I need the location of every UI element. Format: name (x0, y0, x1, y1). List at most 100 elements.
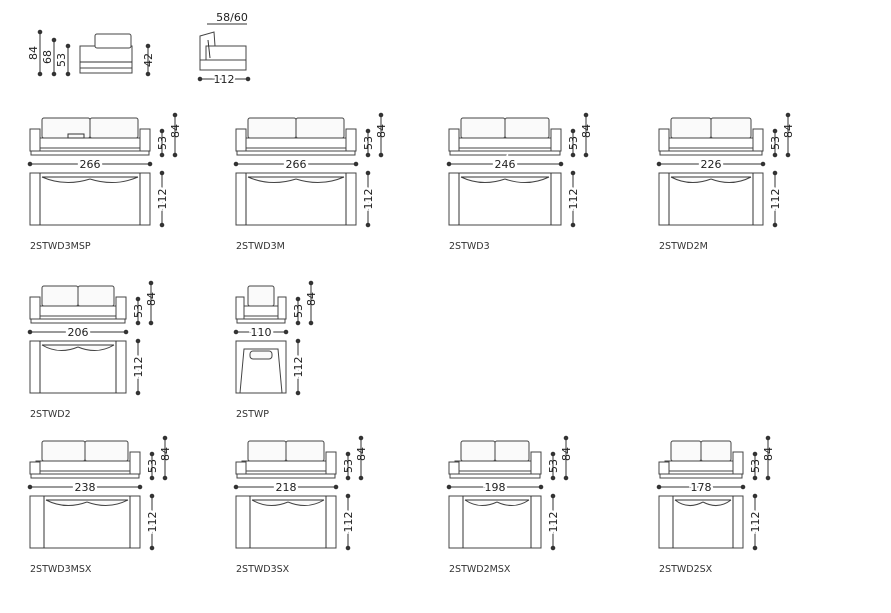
dim-endpoint (752, 475, 758, 481)
dim-endpoint (656, 161, 662, 167)
plan-cushion-left (251, 499, 289, 506)
plan-outline (29, 495, 141, 549)
dim-endpoint (378, 152, 384, 158)
plan-cushion-right (710, 176, 752, 183)
base (659, 150, 763, 156)
arm-right (752, 128, 764, 152)
base (449, 473, 541, 479)
dim-endpoint (159, 152, 165, 158)
dim-endpoint (550, 545, 556, 551)
arm-right (115, 296, 127, 320)
plan-cushion-left (670, 176, 712, 183)
total-height-label: 84 (762, 447, 775, 461)
arm-left (658, 128, 670, 152)
dim-endpoint (563, 435, 569, 441)
back-cushion-right (700, 440, 732, 462)
dim-endpoint (283, 329, 289, 335)
back-cushion-right (84, 440, 129, 462)
dim-endpoint (765, 475, 771, 481)
dim-endpoint (27, 329, 33, 335)
model-code-label: 2STWD3M (236, 241, 285, 252)
dim-endpoint (550, 451, 556, 457)
dim-endpoint (785, 112, 791, 118)
plan-outline (658, 495, 744, 549)
height-53-label: 53 (55, 53, 68, 67)
arm-left (235, 128, 247, 152)
total-height-label: 84 (580, 124, 593, 138)
dim-endpoint (558, 161, 564, 167)
back-cushion-right (285, 440, 325, 462)
back-cushion-left (460, 117, 506, 139)
depth-label: 112 (292, 357, 305, 378)
total-height-label: 84 (375, 124, 388, 138)
dim-endpoint (135, 296, 141, 302)
arm-right (325, 451, 337, 475)
plan-outline (658, 172, 764, 226)
depth-bottom-label: 112 (214, 73, 235, 86)
arm-left (29, 296, 41, 320)
side-table (448, 461, 460, 475)
back-cushion-left (41, 285, 79, 307)
dim-endpoint (570, 170, 576, 176)
back-cushion-left (247, 440, 287, 462)
dim-endpoint (149, 545, 155, 551)
width-label: 266 (286, 158, 307, 171)
dim-endpoint (353, 161, 359, 167)
plan-cushion-right (496, 499, 530, 506)
depth-label: 112 (749, 512, 762, 533)
plan-outline (448, 172, 562, 226)
width-label: 178 (691, 481, 712, 494)
back-cushion (247, 285, 275, 307)
width-label: 206 (68, 326, 89, 339)
seat-height-label: 53 (156, 136, 169, 150)
base (449, 150, 561, 156)
plan-cushion-left (247, 176, 297, 183)
dim-endpoint (159, 222, 165, 228)
seat-front (241, 460, 327, 472)
width-label: 246 (495, 158, 516, 171)
dim-endpoint (162, 435, 168, 441)
dim-endpoint (172, 152, 178, 158)
base (236, 473, 336, 479)
dim-endpoint (583, 112, 589, 118)
seat-height-label: 53 (342, 459, 355, 473)
back-cushion-right (504, 117, 550, 139)
model-code-label: 2STWD3MSP (30, 241, 91, 252)
plan-cushion-left (460, 176, 506, 183)
plan-outline (29, 340, 127, 394)
seat-height-label: 53 (146, 459, 159, 473)
dim-endpoint (149, 493, 155, 499)
dim-endpoint (365, 170, 371, 176)
dim-endpoint (135, 390, 141, 396)
back-cushion-left (460, 440, 496, 462)
width-label: 110 (251, 326, 272, 339)
height-68-label: 68 (41, 50, 54, 64)
arm-right (345, 128, 357, 152)
dim-endpoint (147, 161, 153, 167)
dim-endpoint (137, 484, 143, 490)
seat-front (39, 305, 117, 317)
side-table (29, 461, 41, 475)
plan-outline (448, 495, 542, 549)
height-84-label: 84 (27, 46, 40, 60)
dim-endpoint (570, 222, 576, 228)
model-code-label: 2STWD2M (659, 241, 708, 252)
dim-endpoint (233, 161, 239, 167)
seat-height-label: 53 (362, 136, 375, 150)
dim-endpoint (135, 338, 141, 344)
seat-height-label: 53 (292, 304, 305, 318)
dim-endpoint (772, 222, 778, 228)
dim-endpoint (172, 112, 178, 118)
dim-endpoint (563, 475, 569, 481)
dim-endpoint (752, 451, 758, 457)
dim-endpoint (760, 161, 766, 167)
plan-cushion-right (86, 499, 129, 506)
plan-cushion-left (674, 499, 704, 506)
base (659, 473, 743, 479)
